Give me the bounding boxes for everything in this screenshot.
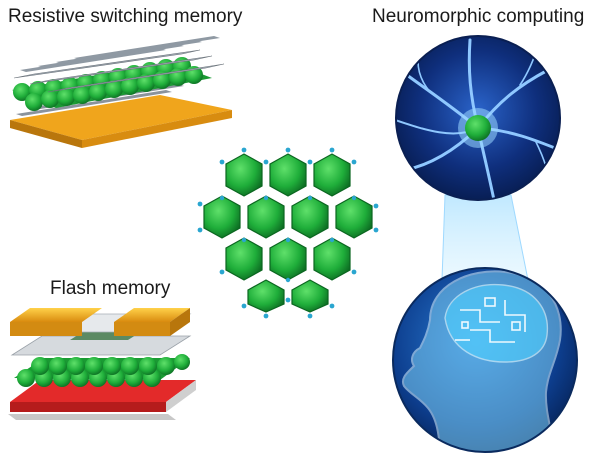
resistive-memory-device [10,36,232,148]
resistive-substrate [10,95,232,140]
label-neuromorphic-computing: Neuromorphic computing [372,6,585,27]
label-flash-memory: Flash memory [50,278,171,299]
flash-memory-device [8,308,196,420]
flash-nanocrystal-layer [14,354,190,387]
flash-dielectric [10,335,192,356]
flash-electrodes [10,308,190,336]
neuron-circle [395,35,561,201]
brain-head-circle [392,267,578,453]
top-electrodes [13,49,225,93]
nanocrystal-superlattice [197,147,379,319]
label-resistive-switching-memory: Resistive switching memory [8,6,243,27]
neuron-nanocrystal [465,115,491,141]
